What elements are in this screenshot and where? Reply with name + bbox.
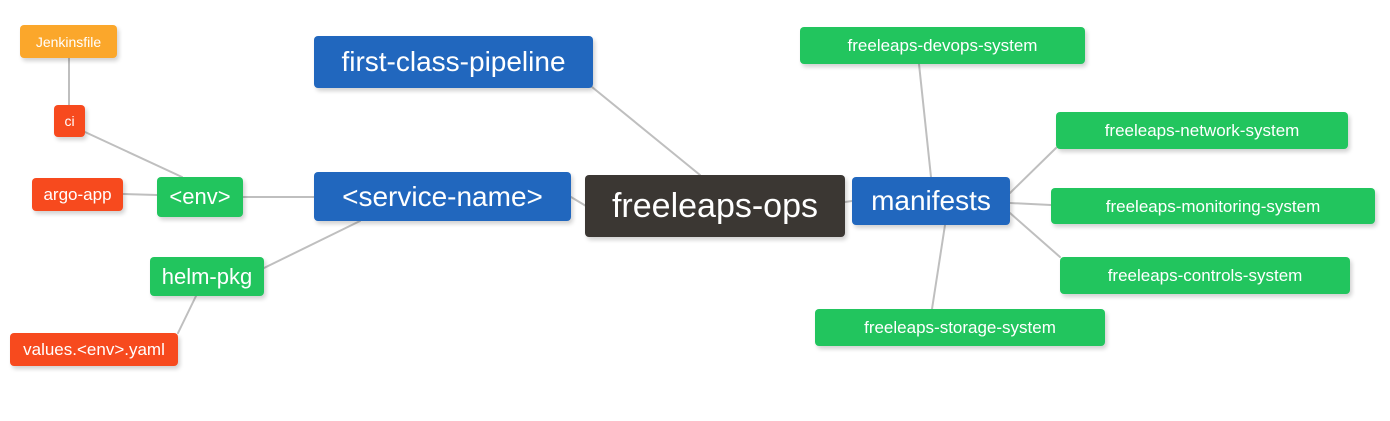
edge-service-to-helmpkg — [263, 220, 361, 269]
node-label-ci: ci — [64, 113, 75, 129]
node-ci[interactable]: ci — [54, 105, 85, 137]
edge-root-to-pipeline — [591, 86, 701, 176]
edge-env-to-ci — [84, 131, 183, 178]
node-controls[interactable]: freeleaps-controls-system — [1060, 257, 1350, 294]
node-argoapp[interactable]: argo-app — [32, 178, 123, 211]
node-root[interactable]: freeleaps-ops — [585, 175, 845, 237]
node-pipeline[interactable]: first-class-pipeline — [314, 36, 593, 88]
node-valuesyaml[interactable]: values.<env>.yaml — [10, 333, 178, 366]
node-devops[interactable]: freeleaps-devops-system — [800, 27, 1085, 64]
node-label-helmpkg: helm-pkg — [161, 263, 253, 289]
node-manifests[interactable]: manifests — [852, 177, 1010, 225]
node-label-controls: freeleaps-controls-system — [1107, 266, 1303, 285]
node-jenkinsfile[interactable]: Jenkinsfile — [20, 25, 117, 58]
node-label-jenkinsfile: Jenkinsfile — [35, 33, 102, 50]
node-label-root: freeleaps-ops — [611, 187, 818, 225]
node-label-devops: freeleaps-devops-system — [847, 36, 1038, 55]
node-label-pipeline: first-class-pipeline — [341, 46, 566, 77]
edge-env-to-argoapp — [122, 193, 158, 196]
node-label-storage: freeleaps-storage-system — [864, 318, 1056, 337]
node-label-network: freeleaps-network-system — [1104, 121, 1300, 140]
edge-manifests-to-monitoring — [1009, 202, 1052, 206]
node-storage[interactable]: freeleaps-storage-system — [815, 309, 1105, 346]
edge-root-to-manifests — [844, 200, 853, 203]
node-service[interactable]: <service-name> — [314, 172, 571, 221]
edge-helmpkg-to-valuesyaml — [177, 295, 197, 334]
node-helmpkg[interactable]: helm-pkg — [150, 257, 264, 296]
edge-root-to-service — [570, 196, 587, 207]
node-label-service: <service-name> — [342, 180, 543, 212]
node-env[interactable]: <env> — [157, 177, 243, 217]
node-label-manifests: manifests — [871, 185, 991, 216]
node-label-env: <env> — [169, 184, 231, 209]
node-monitoring[interactable]: freeleaps-monitoring-system — [1051, 188, 1375, 224]
edge-manifests-to-devops — [918, 63, 932, 178]
node-network[interactable]: freeleaps-network-system — [1056, 112, 1348, 149]
edge-manifests-to-storage — [931, 224, 946, 310]
node-label-argoapp: argo-app — [43, 185, 112, 204]
node-label-monitoring: freeleaps-monitoring-system — [1105, 196, 1321, 216]
edge-manifests-to-network — [1009, 147, 1057, 194]
node-label-valuesyaml: values.<env>.yaml — [23, 340, 165, 359]
